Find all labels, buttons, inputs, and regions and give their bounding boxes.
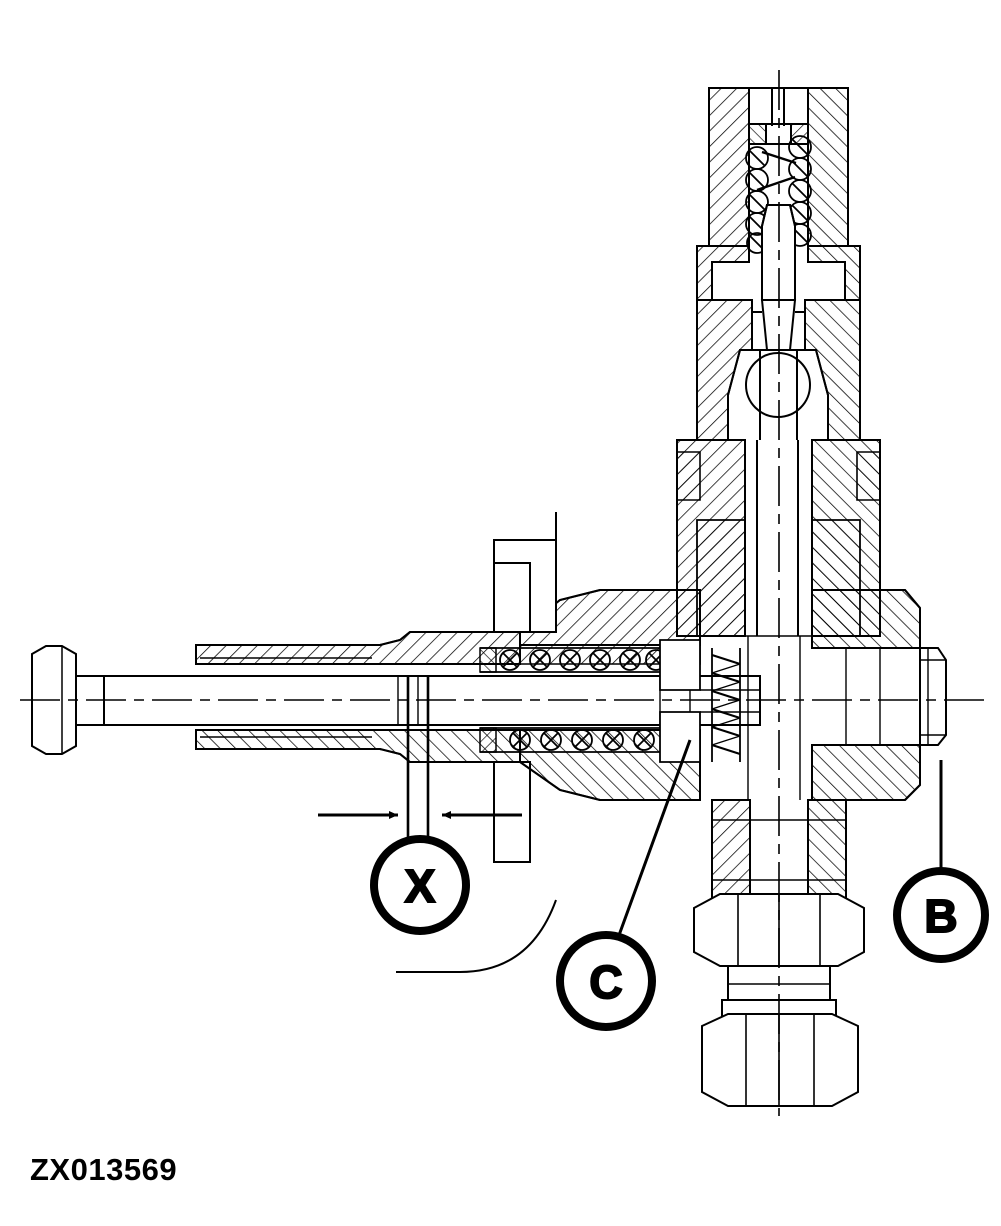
horizontal-body-assembly — [31, 512, 947, 863]
port-fitting-right — [919, 647, 947, 746]
valve-seat-block — [696, 299, 861, 441]
spring-seat-washer — [748, 123, 809, 145]
check-ball — [745, 352, 811, 418]
hex-nut-lower — [701, 1013, 859, 1107]
callout-c[interactable]: C — [556, 931, 656, 1031]
left-sleeve-lower — [195, 729, 521, 763]
leader-lines — [396, 739, 943, 973]
leader-x — [396, 899, 557, 973]
upper-cartridge-assembly — [696, 87, 861, 441]
callout-x-label: X — [405, 860, 436, 912]
callout-x[interactable]: X — [370, 835, 470, 935]
lower-bracket — [493, 761, 531, 863]
standoff-bracket — [493, 512, 557, 633]
gap-dimension-x — [318, 675, 522, 840]
figure-id-label: ZX013569 — [30, 1152, 178, 1187]
coil-spring-center — [711, 648, 741, 762]
callout-c-label: C — [589, 956, 622, 1008]
leader-c — [616, 739, 692, 939]
ball-bearing-row-lower — [479, 727, 660, 753]
port-bore — [812, 647, 920, 746]
right-body-upper — [811, 589, 921, 649]
callout-b[interactable]: B — [893, 867, 989, 963]
right-body-lower — [811, 744, 921, 801]
left-sleeve-upper — [195, 631, 521, 665]
cap-left-wall — [708, 87, 750, 247]
cap-right-wall — [807, 87, 849, 247]
ball-bearing-row-upper — [479, 647, 667, 673]
callout-b-label: B — [924, 890, 957, 942]
lower-port-assembly — [693, 799, 865, 1107]
centerlines — [20, 70, 985, 1116]
cross-passage — [700, 635, 812, 713]
